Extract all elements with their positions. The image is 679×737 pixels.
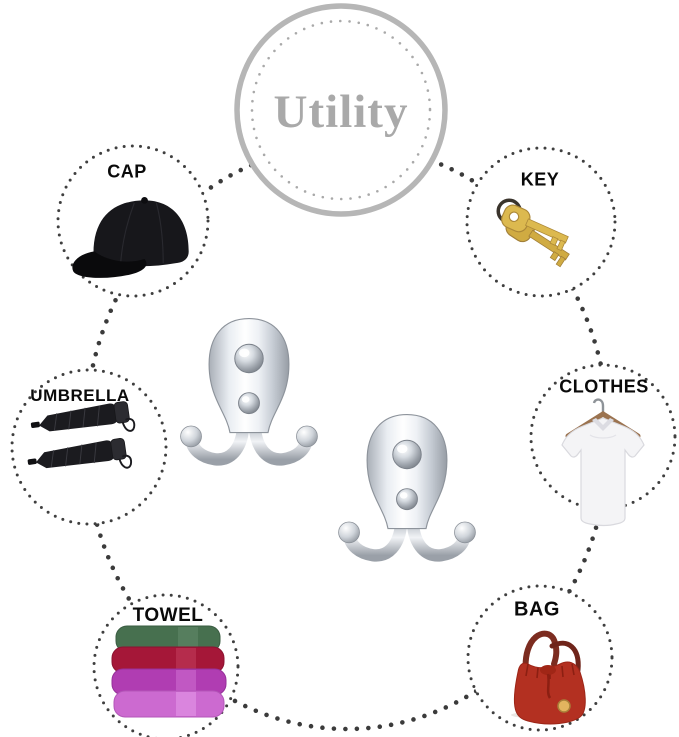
bag-label: BAG (514, 598, 560, 621)
utility-badge (234, 3, 448, 217)
double-hook-left (181, 319, 318, 460)
key-circle (465, 146, 617, 298)
clothes-label: CLOTHES (559, 376, 649, 397)
cap-image (72, 197, 189, 278)
towel-image (111, 625, 227, 718)
clothes-image (561, 398, 645, 527)
bag-image (511, 630, 586, 725)
umbrella-label: UMBRELLA (30, 386, 130, 405)
badge-outer-ring (234, 3, 448, 217)
double-hook-right (339, 415, 476, 556)
towel-label: TOWEL (132, 605, 204, 626)
cap-label: CAP (107, 161, 147, 182)
key-label: KEY (520, 169, 560, 190)
badge-inner-dotted-ring (250, 19, 432, 201)
utility-badge-title: Utility (273, 86, 409, 138)
key-image (496, 198, 570, 268)
